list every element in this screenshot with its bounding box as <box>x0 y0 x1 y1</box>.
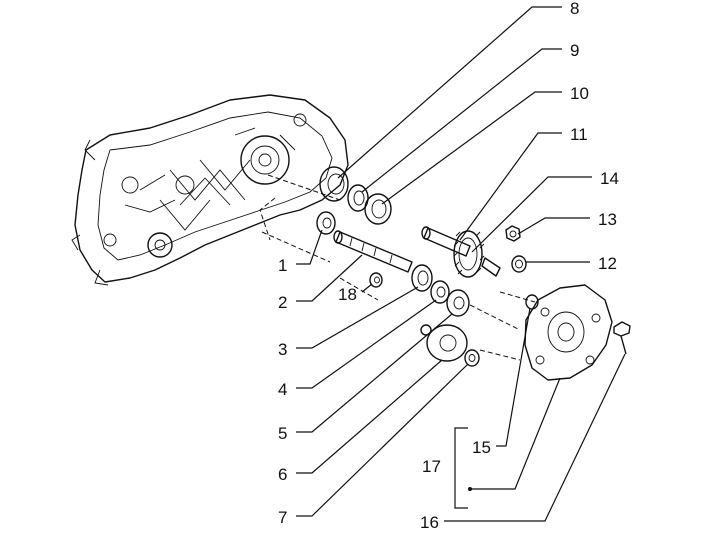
callout-7: 7 <box>278 508 287 527</box>
leader-lines <box>296 6 626 522</box>
callout-11: 11 <box>570 125 588 144</box>
part-17-cover <box>524 284 613 381</box>
part-8-bearing <box>319 166 349 202</box>
part-13-nut <box>505 225 521 242</box>
callout-18: 18 <box>338 285 357 304</box>
part-12-circlip <box>511 255 527 273</box>
part-14-gear <box>453 230 485 278</box>
callout-8: 8 <box>570 0 579 18</box>
part-3-bearing <box>411 264 433 292</box>
part-6-gear-hub <box>420 324 468 362</box>
group-17-bracket <box>454 427 472 509</box>
part-4-washer <box>430 280 450 304</box>
part-1-washer <box>316 211 336 235</box>
callout-16: 16 <box>420 513 439 532</box>
callout-15: 15 <box>472 438 491 457</box>
callout-4: 4 <box>278 380 287 399</box>
callout-2: 2 <box>278 293 287 312</box>
part-5-bearing <box>446 289 470 317</box>
part-2-shaft <box>333 230 413 273</box>
assembly-axis-lines <box>259 174 536 361</box>
part-18-small-bearing <box>369 272 383 288</box>
part-9-washer <box>347 184 369 212</box>
callout-3: 3 <box>278 340 287 359</box>
callout-5: 5 <box>278 424 287 443</box>
callout-labels: 8 9 10 11 14 13 12 1 2 18 3 4 5 6 7 15 1… <box>278 0 619 532</box>
callout-12: 12 <box>598 254 617 273</box>
part-11-pinion-shaft <box>421 226 501 277</box>
callout-1: 1 <box>278 256 287 275</box>
callout-13: 13 <box>598 210 617 229</box>
part-7-bushing <box>464 349 480 367</box>
callout-9: 9 <box>570 41 579 60</box>
callout-10: 10 <box>570 84 589 103</box>
callout-14: 14 <box>600 169 619 188</box>
part-16-bolt <box>613 321 631 355</box>
callout-6: 6 <box>278 465 287 484</box>
callout-17: 17 <box>422 457 441 476</box>
gearbox-housing <box>71 94 349 286</box>
part-10-bearing <box>364 193 392 225</box>
